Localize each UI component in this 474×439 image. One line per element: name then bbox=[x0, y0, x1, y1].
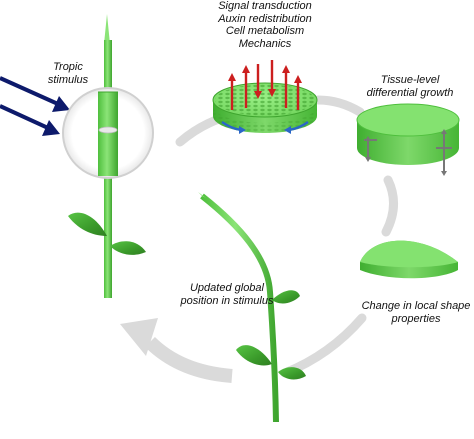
bending-leaf-upper bbox=[272, 290, 300, 304]
upright-leaf-right bbox=[110, 241, 146, 255]
label-processes: Signal transduction Auxin redistribution… bbox=[218, 0, 312, 50]
cycle-arrow-top bbox=[175, 113, 227, 147]
bending-leaf-left bbox=[236, 345, 272, 366]
cycle-arrow-bottom-left bbox=[145, 336, 233, 383]
cycle-arrow-right bbox=[381, 175, 398, 237]
growth-arrows bbox=[364, 129, 452, 176]
label-updated-position: Updated global position in stimulus bbox=[180, 282, 274, 307]
stem-tip bbox=[104, 14, 110, 44]
stem-segment-marker bbox=[98, 126, 118, 134]
cycle-arrow-top-right bbox=[313, 95, 365, 117]
bent-disk bbox=[360, 240, 458, 279]
label-local-shape: Change in local shape properties bbox=[361, 300, 471, 325]
bending-stem bbox=[200, 193, 279, 423]
tissue-disk bbox=[356, 103, 460, 176]
upright-leaf-left bbox=[68, 212, 107, 236]
auxin-arrows bbox=[228, 60, 302, 110]
stem-magnifier bbox=[62, 87, 154, 179]
label-tropic-stimulus: Tropic stimulus bbox=[47, 61, 89, 86]
bending-plant bbox=[198, 192, 306, 423]
cycle-arrow-bottom bbox=[280, 313, 367, 378]
cycle-arrow-head bbox=[120, 318, 158, 356]
label-tissue-growth: Tissue-level differential growth bbox=[366, 74, 454, 99]
stimulus-arrows bbox=[0, 76, 70, 136]
rotation-arrows bbox=[221, 121, 309, 134]
cycle-arrows bbox=[120, 95, 398, 383]
bending-leaf-right bbox=[278, 367, 306, 380]
